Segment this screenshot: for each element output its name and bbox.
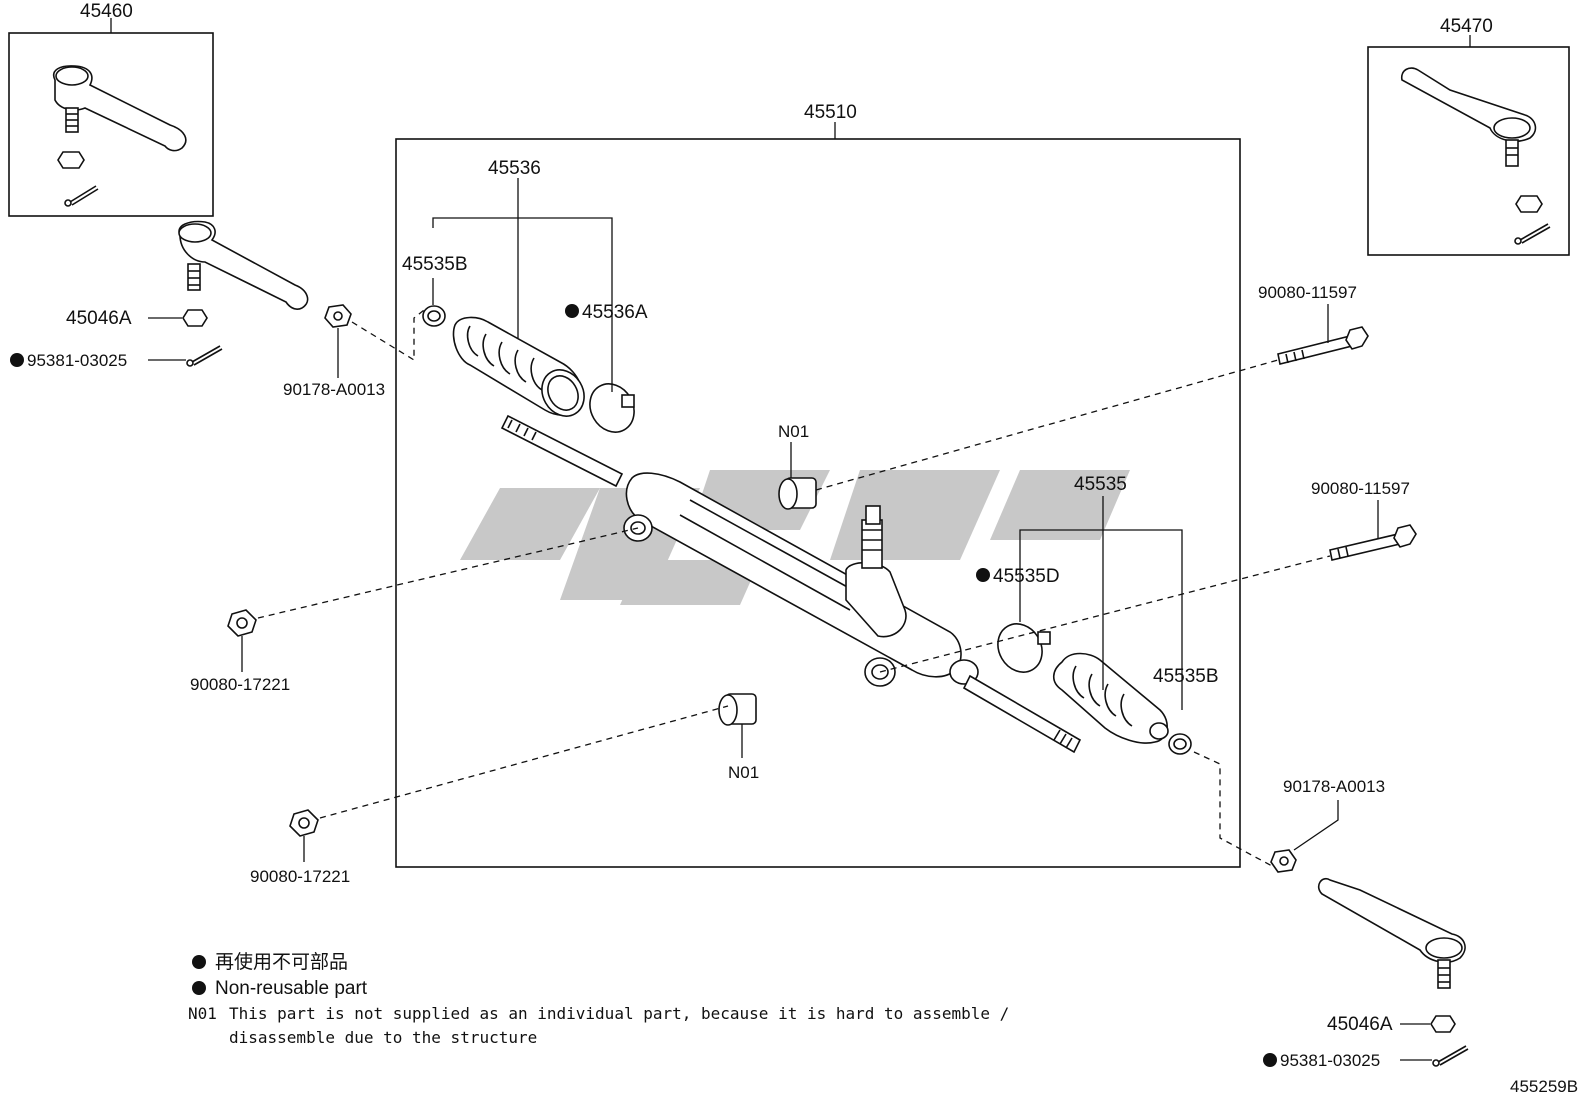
tie-rod-end-left-boxed xyxy=(53,65,187,152)
dash-right-tie-rod xyxy=(1193,751,1273,867)
non-reusable-marker-45536A xyxy=(565,304,579,318)
legend-n01-key: N01 xyxy=(188,1004,217,1023)
bolt-90080-11597-mid xyxy=(1329,524,1417,561)
legend-n01-line1: This part is not supplied as an individu… xyxy=(229,1004,1009,1023)
lock-nut-90178-right xyxy=(1270,849,1297,873)
label-45046A-right: 45046A xyxy=(1327,1014,1393,1035)
dash-bolt-top xyxy=(815,359,1279,491)
dash-bolt-mid xyxy=(879,555,1331,673)
bushing-N01-bottom xyxy=(718,693,757,726)
box-45470 xyxy=(1367,46,1570,256)
nut-90080-17221-a xyxy=(227,609,257,637)
legend: 再使用不可部品 Non-reusable part N01 This part … xyxy=(188,951,1009,1047)
cotter-pin-left-boxed xyxy=(64,185,99,207)
cotter-pin-95381-left xyxy=(186,345,223,367)
label-45470: 45470 xyxy=(1440,16,1493,37)
castle-nut-45046A-right xyxy=(1430,1015,1456,1033)
label-45535B-top: 45535B xyxy=(402,254,468,275)
clamp-45535B-top xyxy=(422,305,446,327)
clamp-45536A xyxy=(589,383,635,433)
label-45536: 45536 xyxy=(488,158,541,179)
label-90178-right: 90178-A0013 xyxy=(1283,777,1385,796)
dash-nut-b xyxy=(319,705,729,819)
cotter-pin-right-boxed xyxy=(1514,223,1551,245)
legend-n01-line2: disassemble due to the structure xyxy=(229,1028,537,1047)
steering-rack-housing xyxy=(623,472,979,687)
label-N01-bottom: N01 xyxy=(728,763,759,782)
label-95381-right: 95381-03025 xyxy=(1280,1051,1380,1070)
label-90080-11597-top: 90080-11597 xyxy=(1258,283,1357,302)
label-45536A: 45536A xyxy=(582,302,648,323)
label-95381-left: 95381-03025 xyxy=(27,351,127,370)
label-45535D: 45535D xyxy=(993,566,1060,587)
inner-tie-rod-left xyxy=(500,414,624,488)
label-90080-11597-mid: 90080-11597 xyxy=(1311,479,1410,498)
rack-boot-45536 xyxy=(452,316,585,417)
legend-jp: 再使用不可部品 xyxy=(215,951,348,973)
non-reusable-marker-95381-right xyxy=(1263,1053,1277,1067)
bushing-N01-top xyxy=(778,477,817,510)
label-N01-top: N01 xyxy=(778,422,809,441)
tie-rod-end-right-boxed xyxy=(1400,67,1537,167)
castle-nut-left-boxed xyxy=(57,151,85,169)
diagram-code: 455259B xyxy=(1510,1077,1578,1096)
cotter-pin-95381-right xyxy=(1432,1045,1469,1067)
label-45046A-left: 45046A xyxy=(66,308,132,329)
clamp-45535D xyxy=(997,623,1051,673)
lock-nut-90178-left xyxy=(324,304,352,328)
label-45535B-right: 45535B xyxy=(1153,666,1219,687)
legend-en: Non-reusable part xyxy=(215,978,368,999)
non-reusable-marker-95381-left xyxy=(10,353,24,367)
castle-nut-45046A-left xyxy=(182,309,208,327)
legend-bullet-en xyxy=(192,981,206,995)
label-90080-17221-b: 90080-17221 xyxy=(250,867,350,886)
tie-rod-end-left xyxy=(178,220,309,310)
castle-nut-right-boxed xyxy=(1515,195,1543,213)
box-45510 xyxy=(395,138,1241,868)
box-45460 xyxy=(8,32,214,217)
bolt-90080-11597-top xyxy=(1277,326,1369,365)
inner-tie-rod-right xyxy=(962,674,1082,754)
label-90080-17221-a: 90080-17221 xyxy=(190,675,290,694)
label-45510: 45510 xyxy=(804,102,857,123)
clamp-45535B-right xyxy=(1168,733,1192,755)
legend-bullet-jp xyxy=(192,955,206,969)
rack-boot-45535 xyxy=(1052,652,1169,744)
non-reusable-marker-45535D xyxy=(976,568,990,582)
label-90178-left: 90178-A0013 xyxy=(283,380,385,399)
label-45460: 45460 xyxy=(80,1,133,22)
dash-left-tie-rod xyxy=(351,309,425,362)
nut-90080-17221-b xyxy=(289,809,319,837)
label-45535: 45535 xyxy=(1074,474,1127,495)
tie-rod-end-right xyxy=(1317,878,1466,989)
pinion-shaft xyxy=(861,505,883,569)
